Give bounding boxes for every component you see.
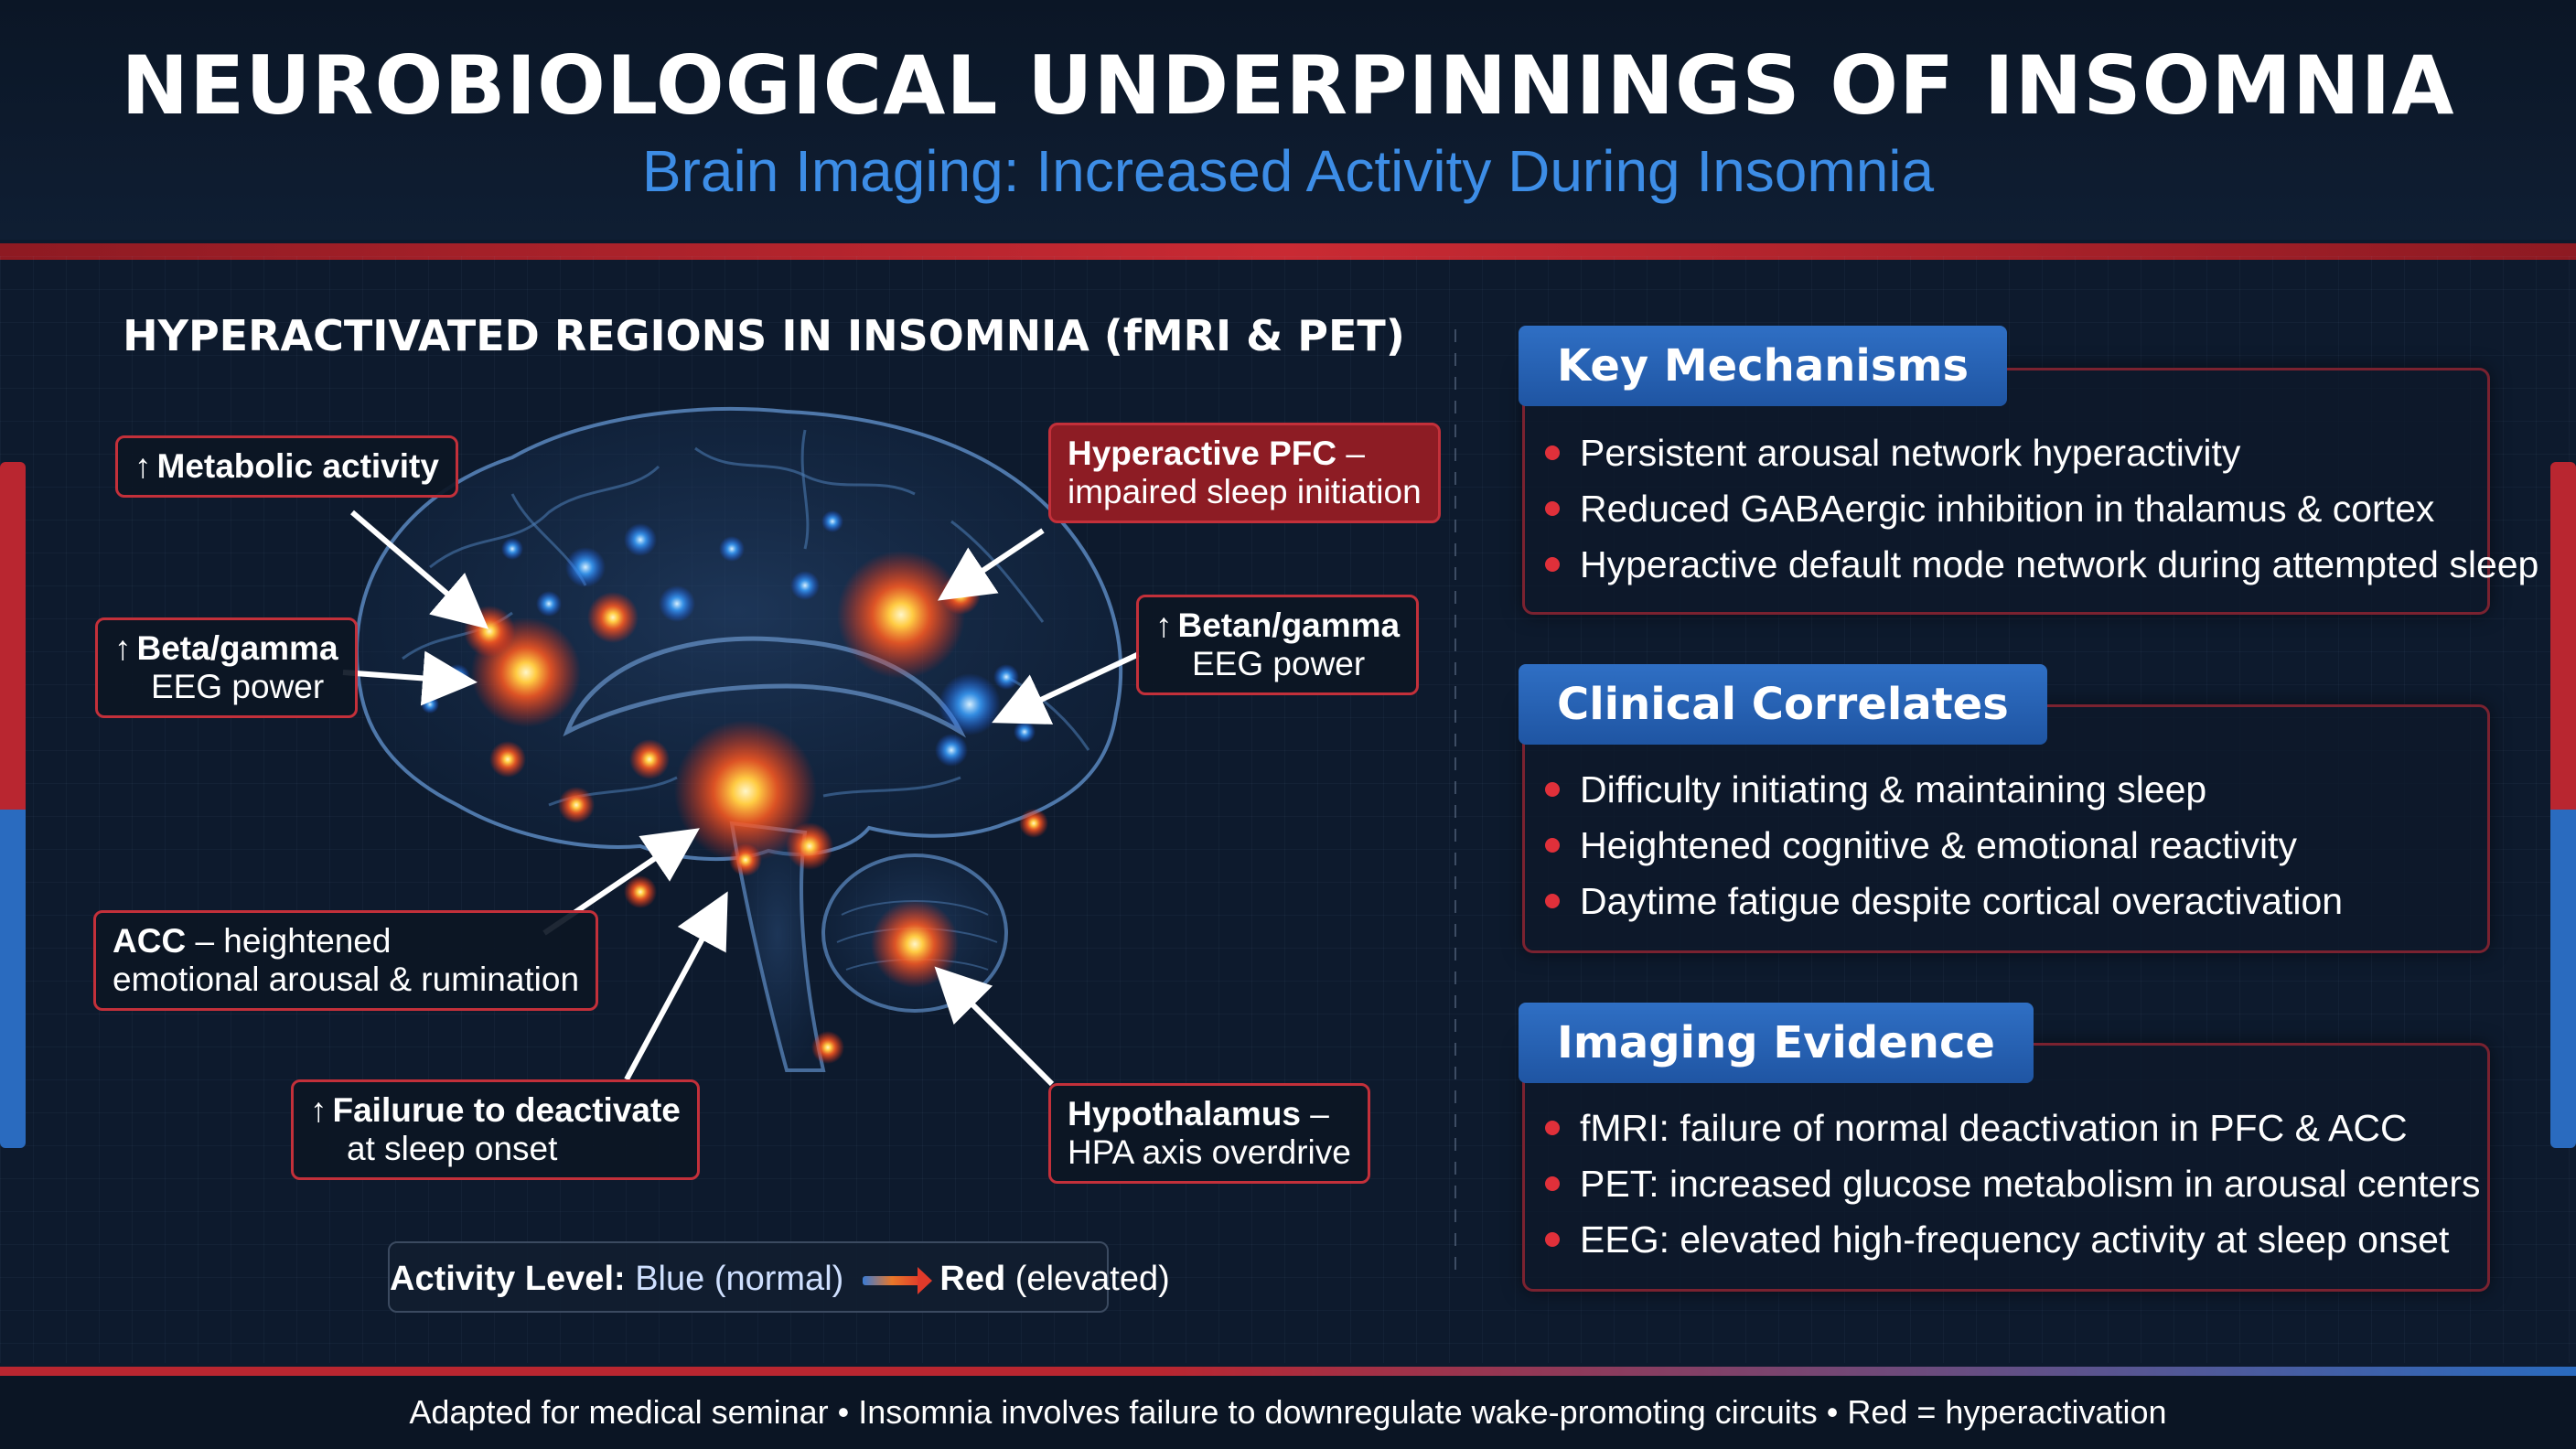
page-title: NEUROBIOLOGICAL UNDERPINNINGS OF INSOMNI… [121,38,2455,133]
label-hyperactive-pfc: Hyperactive PFC – impaired sleep initiat… [1048,423,1441,523]
panel-imaging-evidence: fMRI: failure of normal deactivation in … [1522,1043,2490,1292]
list-item: Persistent arousal network hyperactivity [1525,425,2487,481]
diagram-heading: HYPERACTIVATED REGIONS IN INSOMNIA (fMRI… [123,311,1405,360]
footer-note: Adapted for medical seminar • Insomnia i… [0,1376,2576,1449]
label-beta-gamma-right: ↑Betan/gamma EEG power [1136,595,1420,695]
list-item: EEG: elevated high-frequency activity at… [1525,1212,2487,1268]
panel-key-mechanisms: Persistent arousal network hyperactivity… [1522,368,2538,615]
legend-elevated: (elevated) [1005,1260,1170,1298]
right-side-accent [2550,462,2576,1148]
list-item: fMRI: failure of normal deactivation in … [1525,1100,2487,1156]
panel-title-imaging-evidence: Imaging Evidence [1519,1003,2034,1083]
page-subtitle: Brain Imaging: Increased Activity During… [641,138,1935,204]
list-item: PET: increased glucose metabolism in aro… [1525,1156,2487,1212]
list-item: Difficulty initiating & maintaining slee… [1525,762,2487,818]
cerebrum-outline [355,407,1123,862]
list-item: Hyperactive default mode network during … [1525,537,2538,593]
label-failure-to-deactivate: ↑Failurue to deactivate at sleep onset [291,1079,700,1180]
column-divider [1454,329,1456,1281]
header-divider [0,243,2576,260]
pointer-arrows [342,510,1141,1087]
brain-illustration [342,407,1141,1087]
list-item: Heightened cognitive & emotional reactiv… [1525,818,2487,874]
normal-activity-spots [421,510,1036,767]
label-hypothalamus: Hypothalamus – HPA axis overdrive [1048,1083,1370,1184]
legend-prefix: Activity Level: [390,1260,626,1298]
panel-clinical-correlates: Difficulty initiating & maintaining slee… [1522,704,2490,953]
brainstem [729,821,826,1072]
header: NEUROBIOLOGICAL UNDERPINNINGS OF INSOMNI… [0,0,2576,240]
legend-gradient-arrow [862,1266,932,1294]
activity-legend: Activity Level: Blue (normal) Red (eleva… [388,1241,1170,1313]
list-item: Reduced GABAergic inhibition in thalamus… [1525,481,2487,537]
legend-normal: Blue (normal) [625,1260,844,1298]
list-item: Daytime fatigue despite cortical overact… [1525,874,2487,929]
left-side-accent [0,462,26,1148]
panel-title-key-mechanisms: Key Mechanisms [1519,326,2008,406]
legend-elevated-label: Red [939,1260,1006,1298]
label-acc: ACC – heightened emotional arousal & rum… [93,910,599,1011]
label-metabolic-activity: ↑Metabolic activity [115,435,458,498]
footer-divider [0,1367,2576,1376]
panel-title-clinical-correlates: Clinical Correlates [1519,664,2047,745]
label-beta-gamma-left: ↑Beta/gamma EEG power [95,617,358,718]
